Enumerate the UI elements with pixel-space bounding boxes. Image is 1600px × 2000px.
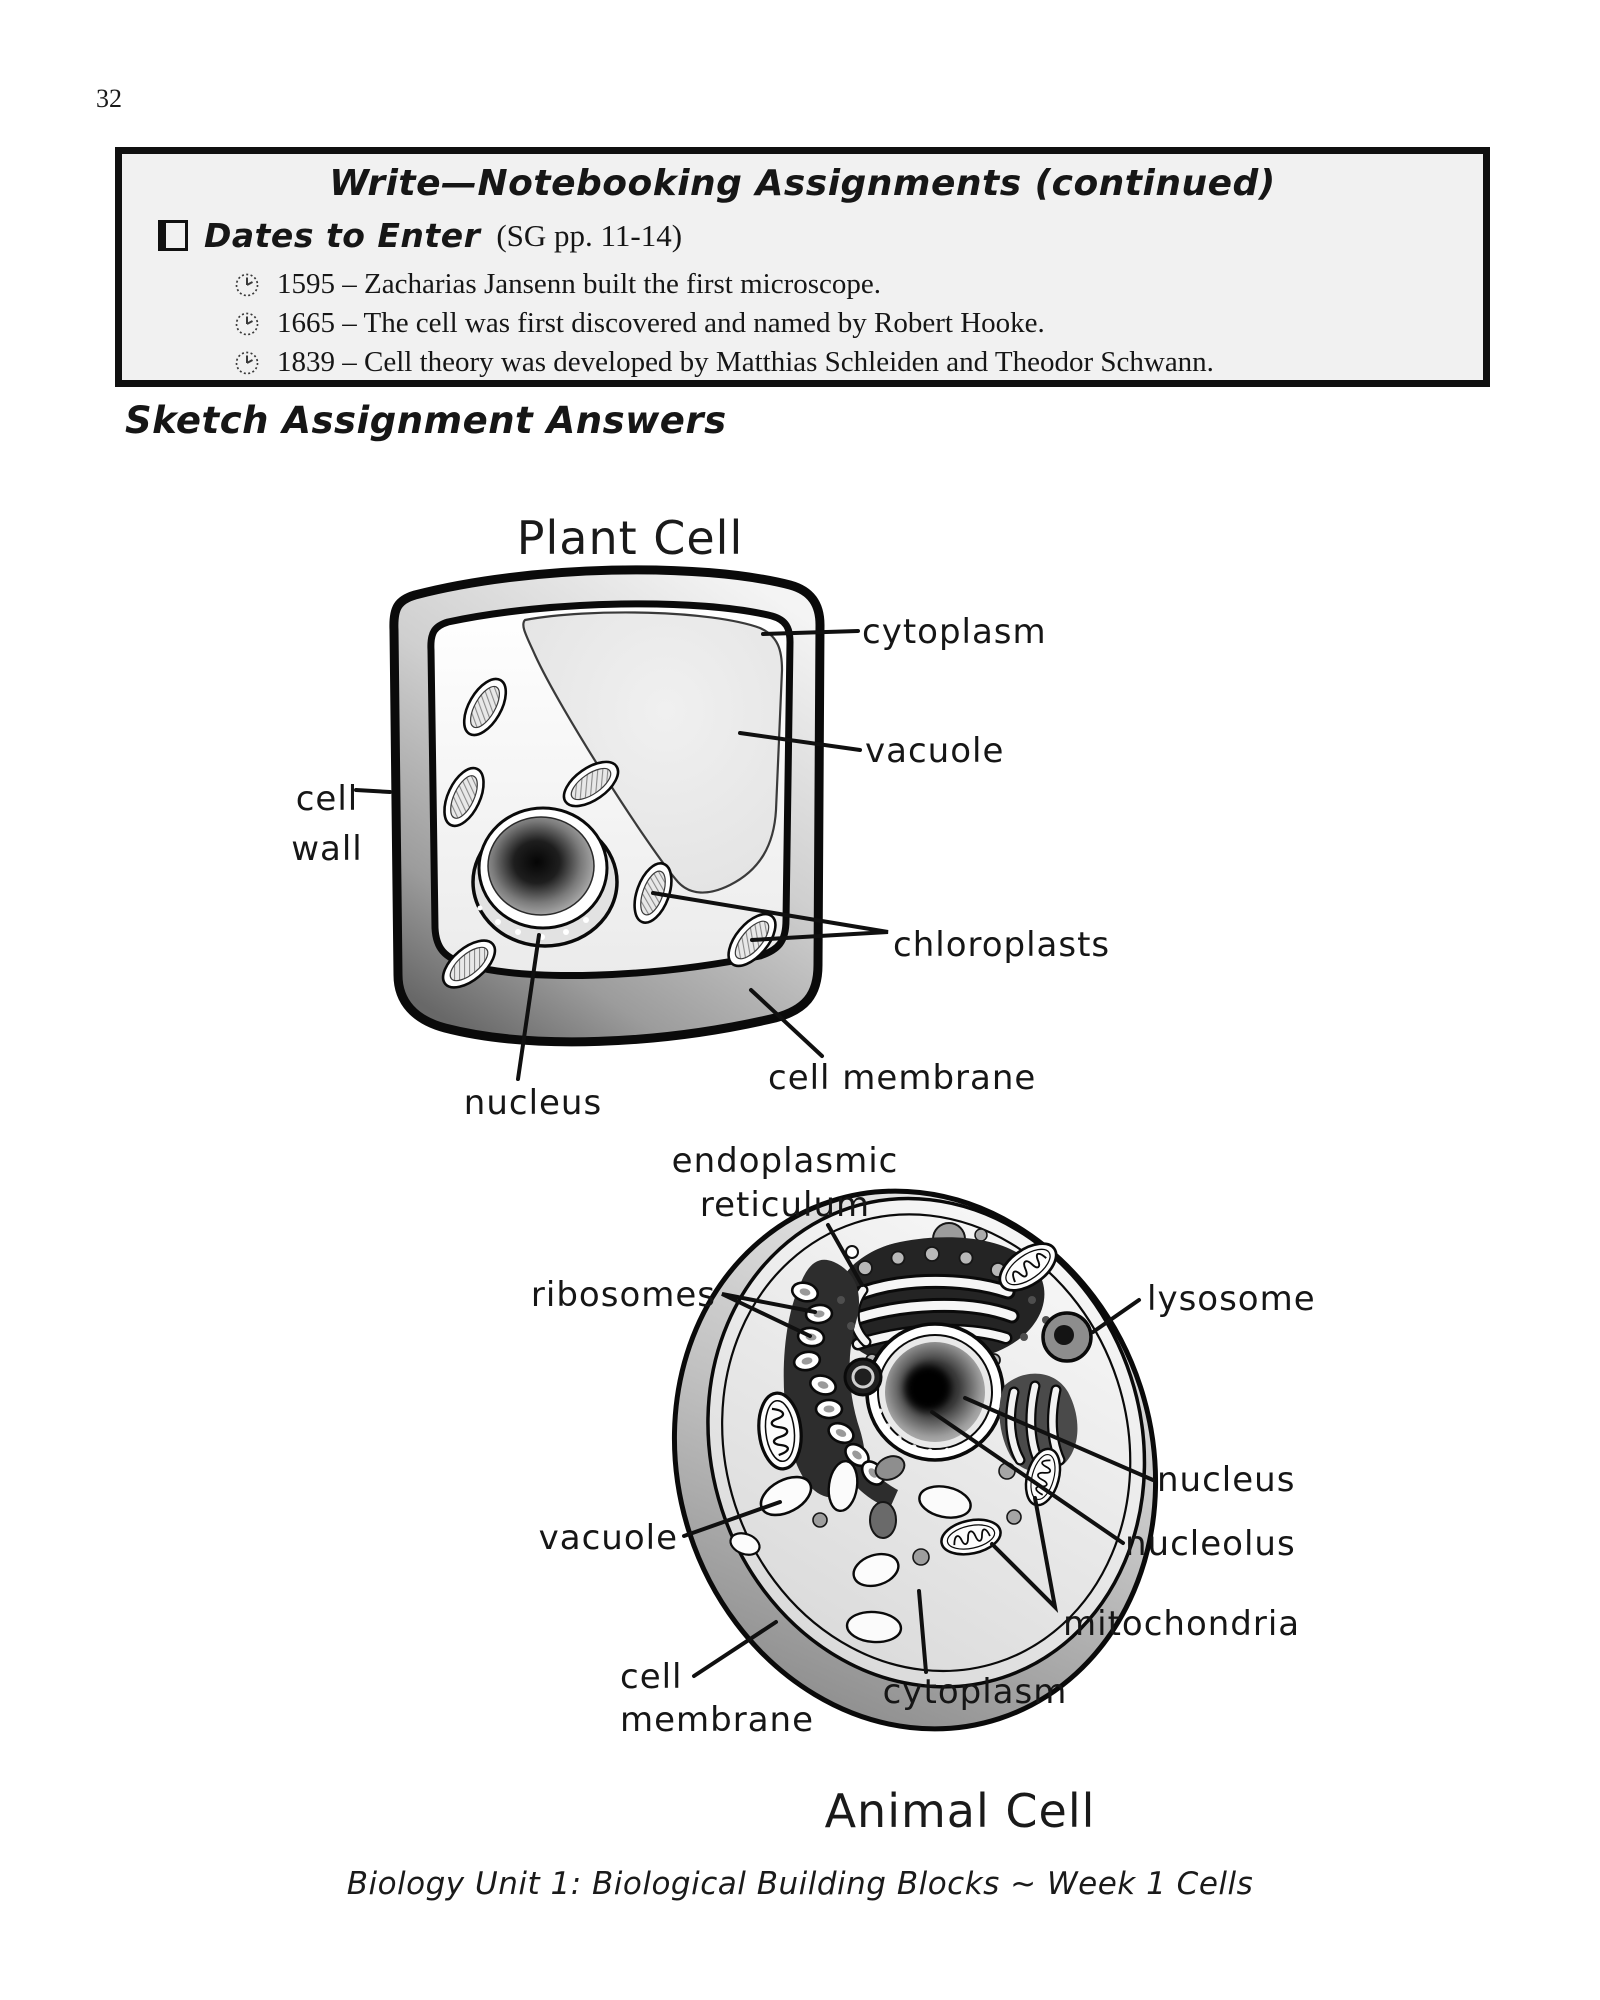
task-reference: (SG pp. 11-14) (496, 217, 683, 253)
plant-nucleus-leader (516, 933, 541, 1081)
animal-label-lysosome: lysosome (1147, 1279, 1316, 1319)
task-row: Dates to Enter (SG pp. 11-14) (158, 216, 1483, 255)
plant-cell-diagram: Plant Cell cytoplasm vacuol (291, 511, 1110, 1123)
plant-cell-wall-leader (354, 788, 392, 794)
plant-chloroplasts-leader (651, 891, 889, 942)
animal-mitochondria-leader (990, 1496, 1059, 1613)
animal-cell-diagram: endoplasmic reticulum ribosomes lysosome… (531, 1141, 1316, 1838)
plant-cell-membrane-leader (749, 988, 824, 1058)
animal-label-nucleus: nucleus (1157, 1460, 1295, 1500)
date-item: 1595 – Zacharias Jansenn built the first… (234, 265, 1483, 304)
plant-label-cell-wall-line2: wall (291, 829, 363, 869)
animal-lysosome-shape (1041, 1311, 1093, 1363)
task-label: Dates to Enter (204, 216, 481, 255)
plant-vacuole-shape (522, 611, 784, 894)
animal-cytoplasm-leader (917, 1589, 928, 1674)
clock-icon (234, 311, 260, 337)
plant-cell-title: Plant Cell (517, 511, 744, 565)
animal-gray-vesicles (812, 1455, 1022, 1566)
clock-icon (234, 350, 260, 376)
vesicle-shape (974, 1228, 988, 1242)
footer-text: Biology Unit 1: Biological Building Bloc… (346, 1866, 1254, 1902)
animal-nucleolus-shape (905, 1365, 951, 1411)
plant-label-nucleus: nucleus (464, 1083, 602, 1123)
date-text: 1839 – Cell theory was developed by Matt… (277, 346, 1214, 378)
animal-label-vacuole: vacuole (539, 1518, 678, 1558)
animal-cell-title: Animal Cell (825, 1784, 1096, 1838)
dates-list: 1595 – Zacharias Jansenn built the first… (122, 265, 1483, 382)
animal-cell-membrane-leader (692, 1620, 778, 1678)
plant-label-vacuole: vacuole (865, 731, 1004, 771)
animal-vacuole-shapes (729, 1459, 972, 1644)
plant-cytoplasm-leader (761, 629, 860, 636)
animal-label-cell-membrane-line2: membrane (620, 1700, 814, 1740)
sketch-assignment-heading: Sketch Assignment Answers (125, 399, 727, 442)
date-text: 1595 – Zacharias Jansenn built the first… (277, 268, 882, 300)
plant-label-chloroplasts: chloroplasts (893, 925, 1110, 965)
notebooking-assignments-box: Write—Notebooking Assignments (continued… (115, 147, 1490, 387)
plant-label-cell-wall-line1: cell (296, 779, 359, 819)
animal-label-cell-membrane-line1: cell (620, 1657, 683, 1697)
animal-centriole-shape (843, 1357, 883, 1397)
checkbox-icon (158, 220, 188, 251)
animal-nucleus-shape (865, 1322, 1005, 1462)
animal-vacuole-leader (682, 1500, 782, 1538)
animal-ribosomes-leader (721, 1292, 817, 1338)
animal-label-nucleolus: nucleolus (1125, 1524, 1296, 1564)
animal-label-er-line2: reticulum (700, 1185, 870, 1225)
plant-label-cell-membrane: cell membrane (768, 1058, 1036, 1098)
animal-label-cytoplasm: cytoplasm (883, 1672, 1068, 1712)
animal-lysosome-leader (1091, 1298, 1141, 1334)
animal-label-ribosomes: ribosomes (531, 1275, 716, 1315)
plant-label-cytoplasm: cytoplasm (862, 612, 1047, 652)
animal-label-er-line1: endoplasmic (672, 1141, 899, 1181)
vesicle-shape (845, 1245, 859, 1259)
clock-icon (234, 272, 260, 298)
animal-nucleus-leader (963, 1396, 1155, 1482)
page-number: 32 (96, 84, 122, 113)
date-item: 1665 – The cell was first discovered and… (234, 304, 1483, 343)
date-text: 1665 – The cell was first discovered and… (277, 307, 1045, 339)
plant-nucleus-shape (471, 806, 619, 948)
box-title: Write—Notebooking Assignments (continued… (329, 163, 1276, 204)
date-item: 1839 – Cell theory was developed by Matt… (234, 343, 1483, 382)
animal-er-leader (826, 1223, 864, 1287)
plant-vacuole-leader (738, 731, 862, 752)
animal-label-mitochondria: mitochondria (1063, 1604, 1300, 1644)
animal-rough-er-shape (783, 1259, 898, 1508)
animal-nucleolus-leader (930, 1410, 1125, 1545)
